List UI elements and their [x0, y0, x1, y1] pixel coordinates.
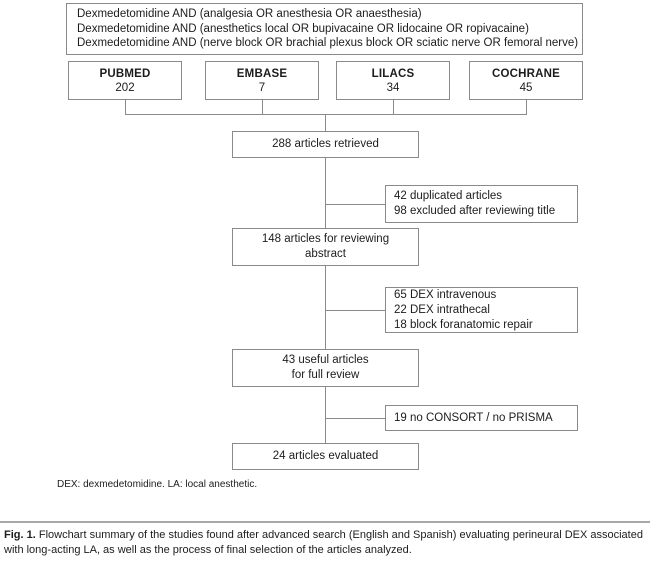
exclusion-2-line-2: 22 DEX intrathecal — [394, 303, 490, 316]
database-count-lilacs: 34 — [386, 81, 400, 94]
stage-abstract-line-2: abstract — [305, 248, 346, 260]
database-name-lilacs: LILACS — [371, 67, 415, 80]
database-count-embase: 7 — [258, 81, 266, 94]
search-strategy-box: Dexmedetomidine AND (analgesia OR anesth… — [66, 3, 583, 55]
stage-box-abstract-review: 148 articles for reviewing abstract — [232, 228, 419, 266]
connector-branch-exclusion-2 — [325, 310, 385, 311]
connector-lilacs-drop — [393, 100, 394, 115]
database-box-cochrane: COCHRANE 45 — [469, 61, 583, 100]
database-count-cochrane: 45 — [519, 81, 533, 94]
database-name-cochrane: COCHRANE — [491, 67, 561, 80]
connector-branch-exclusion-1 — [325, 204, 385, 205]
exclusion-3-line-1: 19 no CONSORT / no PRISMA — [394, 411, 553, 424]
exclusion-2-line-3: 18 block foranatomic repair — [394, 318, 533, 331]
connector-branch-exclusion-3 — [325, 418, 385, 419]
caption-label: Fig. 1. — [4, 529, 36, 541]
database-name-pubmed: PUBMED — [99, 67, 151, 80]
stage-retrieved-line-1: 288 articles retrieved — [272, 138, 379, 150]
connector-pubmed-drop — [125, 100, 126, 115]
stage-abstract-line-1: 148 articles for reviewing — [261, 233, 390, 245]
stage-box-retrieved: 288 articles retrieved — [232, 131, 419, 158]
exclusion-box-1: 42 duplicated articles 98 excluded after… — [385, 185, 578, 223]
exclusion-box-2: 65 DEX intravenous 22 DEX intrathecal 18… — [385, 287, 578, 333]
caption-divider — [0, 521, 650, 523]
stage-box-evaluated: 24 articles evaluated — [232, 443, 419, 470]
search-strategy-line-2: Dexmedetomidine AND (anesthetics local O… — [77, 22, 529, 35]
exclusion-1-line-1: 42 duplicated articles — [394, 190, 503, 202]
exclusion-2-line-1: 65 DEX intravenous — [394, 288, 497, 301]
figure-caption: Fig. 1. Flowchart summary of the studies… — [4, 528, 648, 558]
database-box-embase: EMBASE 7 — [205, 61, 319, 100]
caption-text: Flowchart summary of the studies found a… — [4, 529, 643, 556]
connector-spine-retrieved-to-abstract — [325, 158, 326, 233]
connector-embase-drop — [262, 100, 263, 115]
search-strategy-line-3: Dexmedetomidine AND (nerve block OR brac… — [77, 37, 579, 50]
connector-manifold-to-retrieved — [325, 114, 326, 132]
figure-footnote: DEX: dexmedetomidine. LA: local anesthet… — [57, 479, 258, 490]
stage-full-review-line-1: 43 useful articles — [282, 354, 369, 366]
connector-spine-full-review-to-evaluated — [325, 387, 326, 443]
search-strategy-line-1: Dexmedetomidine AND (analgesia OR anesth… — [77, 8, 422, 21]
connector-spine-abstract-to-full-review — [325, 266, 326, 349]
exclusion-1-line-2: 98 excluded after reviewing title — [394, 205, 556, 217]
connector-database-manifold — [125, 114, 527, 115]
stage-evaluated-line-1: 24 articles evaluated — [272, 450, 379, 462]
stage-box-full-review: 43 useful articles for full review — [232, 349, 419, 387]
exclusion-box-3: 19 no CONSORT / no PRISMA — [385, 405, 578, 431]
database-name-embase: EMBASE — [236, 67, 288, 80]
stage-full-review-line-2: for full review — [291, 369, 360, 381]
database-count-pubmed: 202 — [115, 81, 135, 94]
connector-cochrane-drop — [526, 100, 527, 115]
database-box-pubmed: PUBMED 202 — [68, 61, 182, 100]
database-box-lilacs: LILACS 34 — [336, 61, 450, 100]
